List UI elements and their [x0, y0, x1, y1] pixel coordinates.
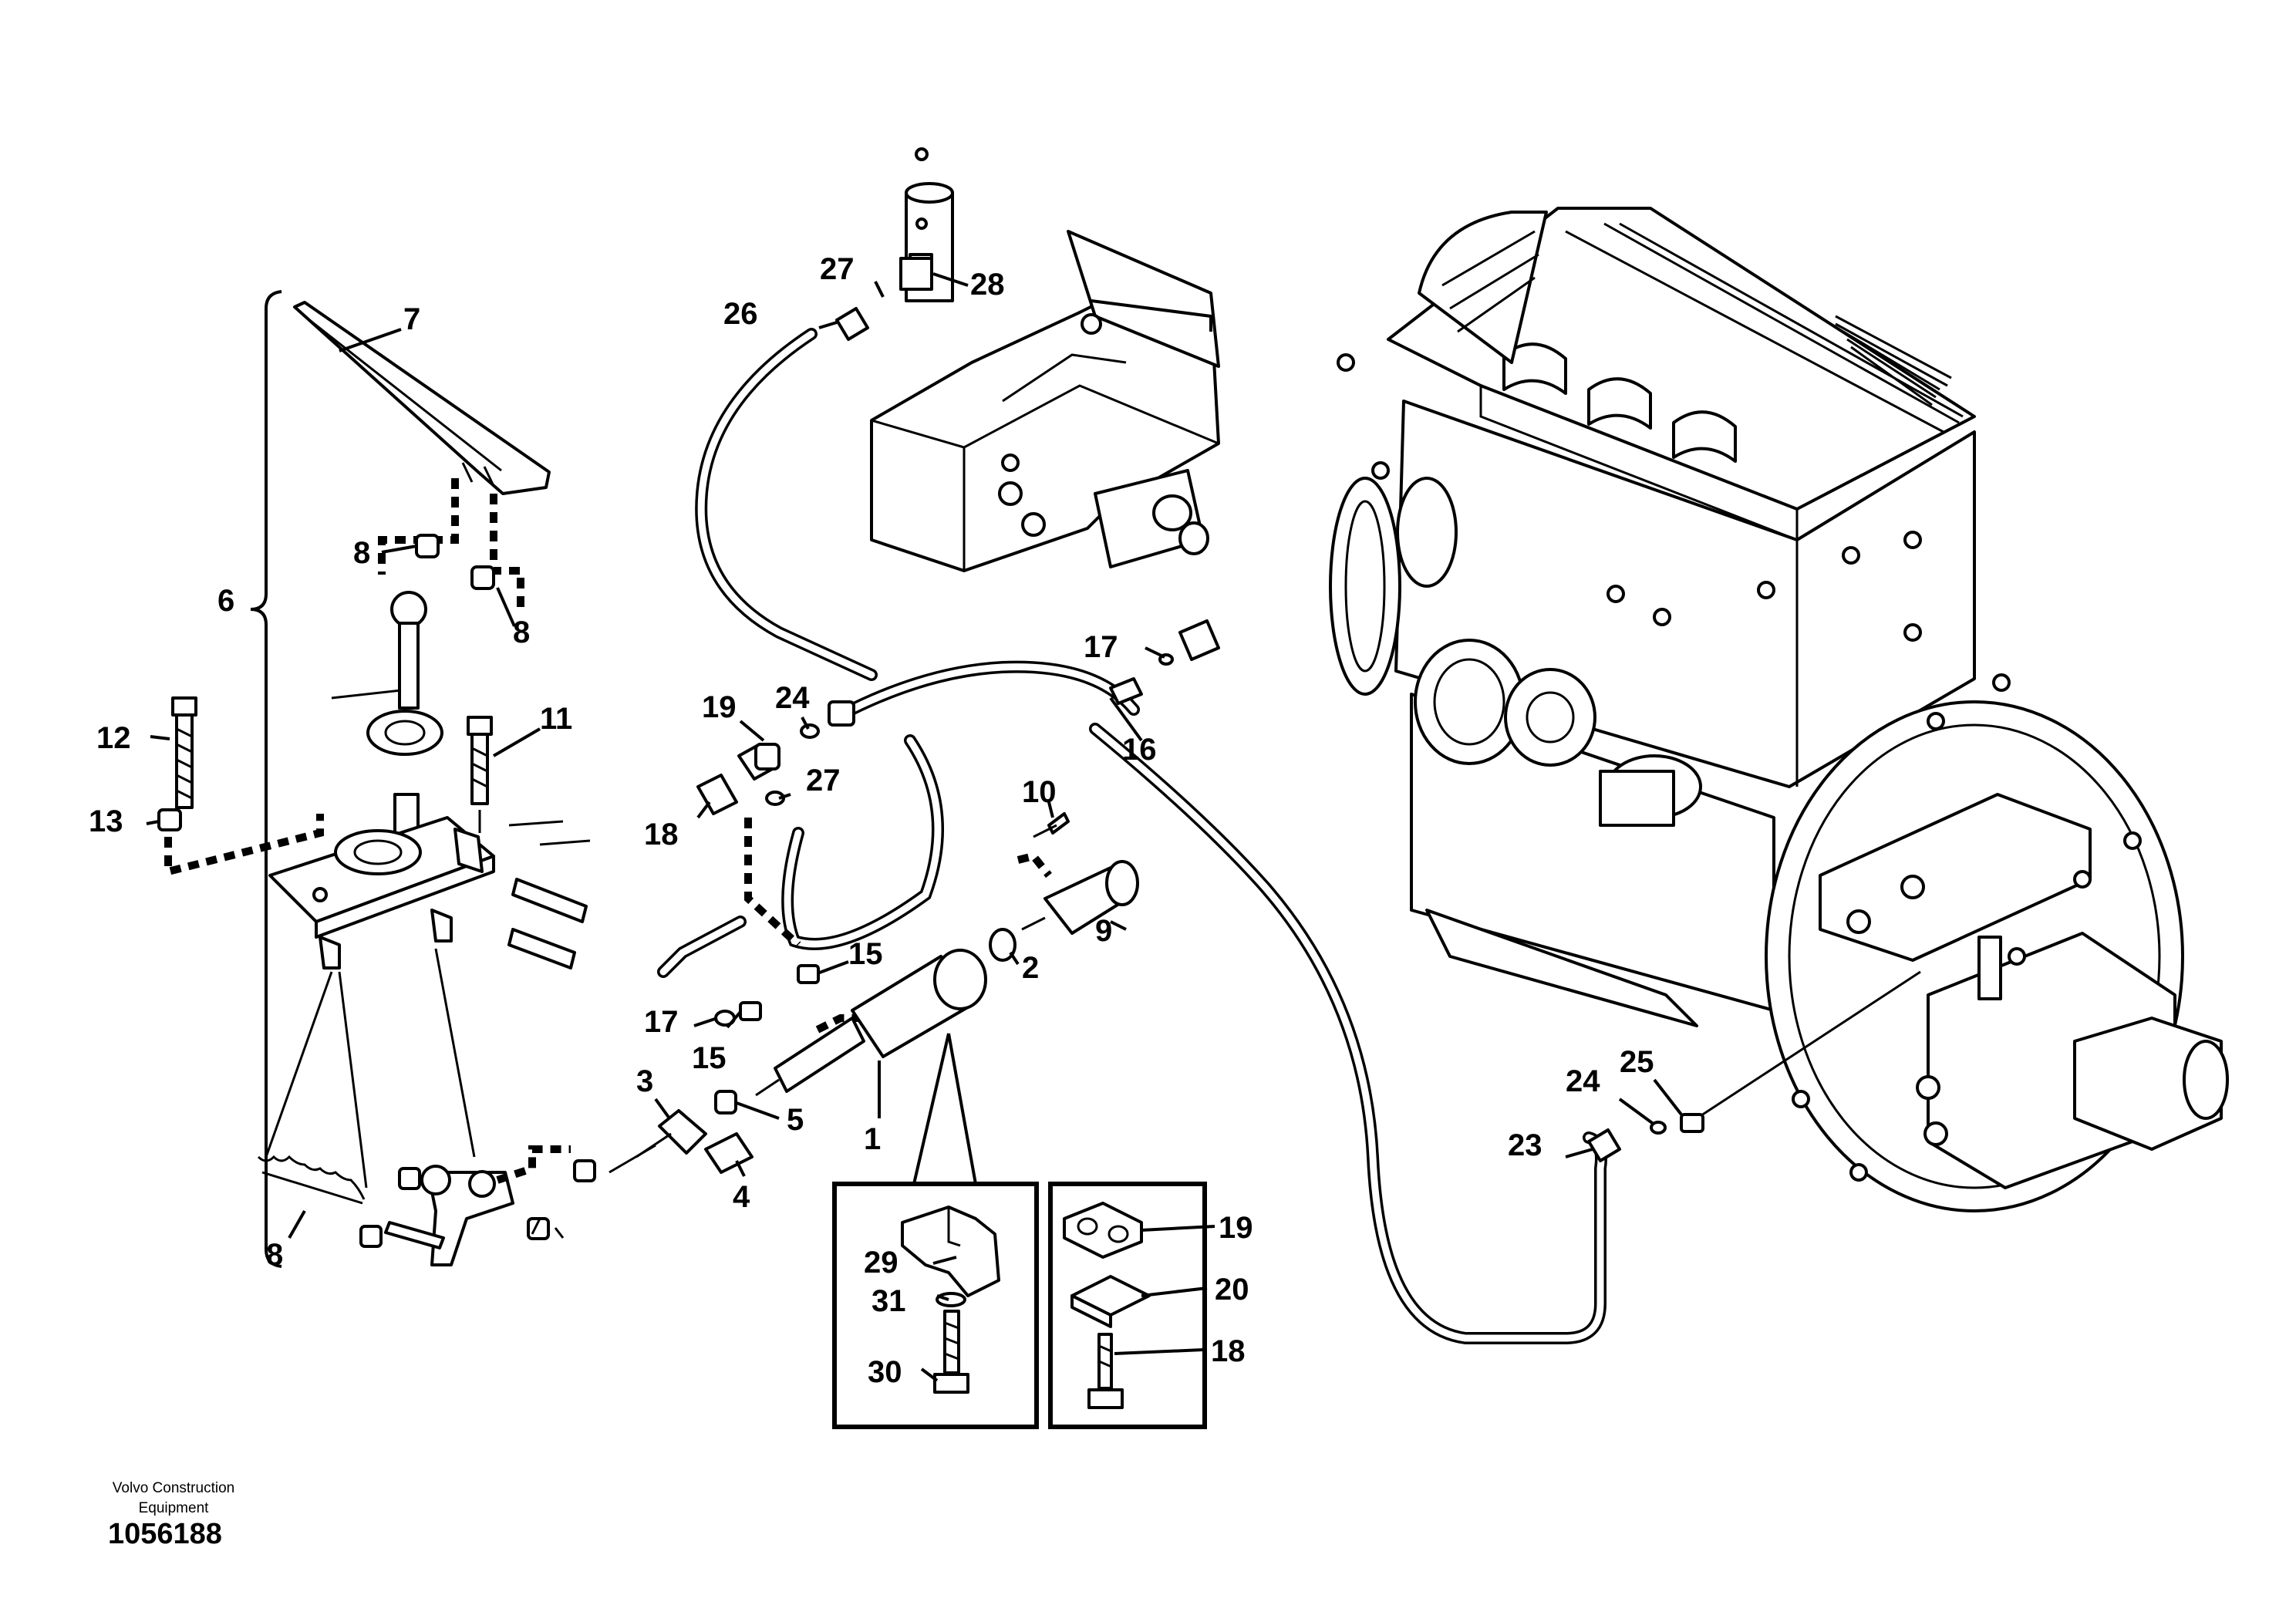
callout-12: 11 [540, 702, 572, 736]
callout-31: 31 [872, 1284, 906, 1318]
callout-2: 2 [1022, 951, 1039, 985]
callout-23: 23 [1508, 1128, 1542, 1162]
callout-24-a: 24 [775, 681, 810, 715]
callout-11: 10 [1022, 775, 1057, 809]
footer-company-line2: Equipment [138, 1500, 209, 1516]
callout-17-b: 17 [1084, 630, 1118, 664]
callout-leaders [146, 272, 1683, 1382]
hoses [657, 328, 1921, 1344]
callout-19: 19 [1219, 1211, 1253, 1245]
callout-15-a: 15 [848, 937, 883, 971]
callout-5: 5 [787, 1103, 804, 1137]
callout-1: 1 [864, 1122, 881, 1156]
callout-30: 30 [868, 1355, 902, 1389]
callout-9: 8 [266, 1238, 283, 1272]
callout-20: 20 [1215, 1273, 1249, 1307]
pedal-assembly [157, 290, 656, 1268]
detail-box-bracket [832, 1033, 1039, 1429]
callout-4: 4 [733, 1180, 750, 1214]
callout-22: 19 [702, 690, 737, 724]
footer-company: Volvo Construction Equipment [73, 1479, 274, 1519]
callout-29: 29 [864, 1246, 899, 1280]
callout-26: 26 [723, 297, 758, 331]
callout-24-b: 24 [1566, 1064, 1600, 1098]
fittings [636, 253, 1704, 1174]
detail-box-clamp [1048, 1182, 1207, 1429]
hydraulic-pump [870, 147, 1220, 572]
callout-16: 16 [1122, 733, 1157, 767]
engine [1329, 207, 2229, 1212]
callout-17-a: 17 [644, 1005, 679, 1039]
callout-21: 18 [644, 818, 679, 851]
callout-27-b: 27 [820, 252, 855, 286]
callout-14: 13 [89, 804, 123, 838]
callout-labels: 7 8 8 6 12 13 11 8 9 10 15 15 17 17 2 1 … [89, 252, 1654, 1389]
callout-10: 9 [1095, 914, 1112, 948]
callout-13: 12 [96, 721, 131, 755]
footer-company-line1: Volvo Construction [112, 1480, 235, 1496]
callout-6: 6 [217, 584, 234, 618]
callout-7: 7 [403, 302, 420, 336]
drawing-number: 1056188 [108, 1518, 222, 1550]
callout-15-b: 15 [692, 1041, 727, 1075]
callout-25: 25 [1620, 1045, 1654, 1079]
callout-8-a: 8 [353, 536, 370, 570]
callout-28: 28 [970, 268, 1005, 302]
callout-18: 18 [1211, 1334, 1246, 1368]
callout-3: 3 [636, 1064, 653, 1098]
callout-8-b: 8 [513, 615, 530, 649]
callout-27-a: 27 [806, 764, 841, 798]
